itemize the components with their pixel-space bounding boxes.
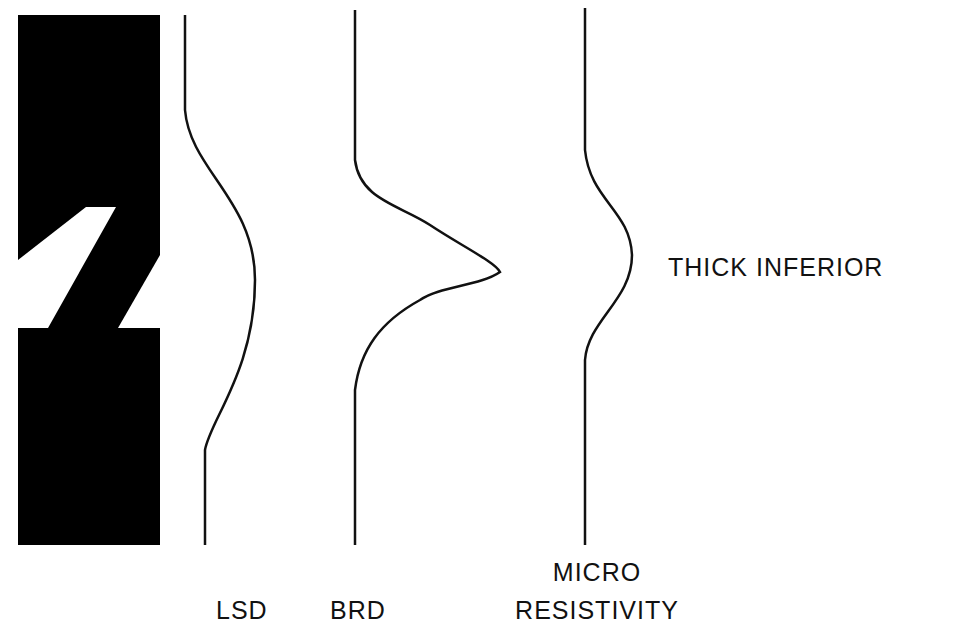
bed-stripe — [118, 255, 160, 328]
micro-resistivity-curve — [585, 8, 632, 545]
curve-label: BRD — [330, 591, 386, 629]
zone-label: THICK INFERIOR — [668, 248, 883, 286]
curve-label: LSD — [216, 591, 268, 629]
lsd-curve — [185, 15, 255, 545]
curve-label: MICRO RESISTIVITY — [505, 553, 689, 629]
bed-stripe — [18, 207, 116, 328]
formation-column — [18, 15, 160, 545]
brd-curve — [355, 10, 500, 545]
